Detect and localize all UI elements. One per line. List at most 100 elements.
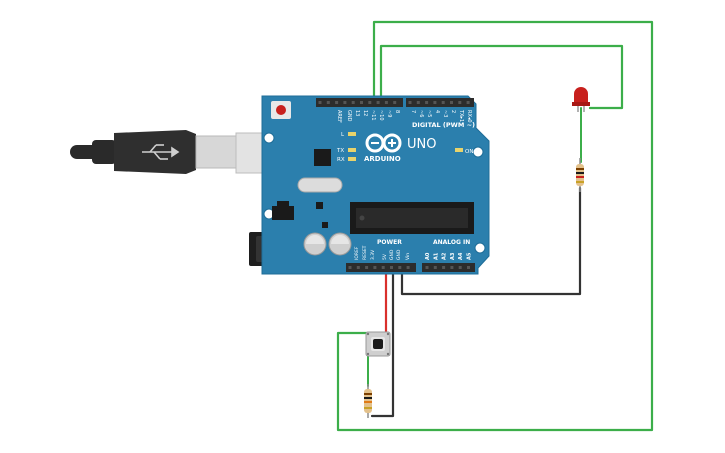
power-pin-label: RESET — [362, 245, 368, 260]
voltage-regulator — [272, 201, 294, 220]
power-pin-label: Vin — [405, 253, 411, 260]
digital-header — [316, 98, 474, 107]
header-pin-hole[interactable] — [433, 266, 437, 269]
digital-pin-label: ~9 — [386, 110, 392, 117]
led-label-rx: RX — [337, 157, 345, 163]
arduino-logo: ARDUINO UNO — [364, 133, 436, 163]
analog-pin-label: A2 — [442, 252, 448, 260]
header-pin-hole[interactable] — [365, 266, 369, 269]
digital-header-title: DIGITAL (PWM ~) — [412, 121, 475, 129]
analog-pin-label: A3 — [450, 252, 456, 260]
header-pin-hole[interactable] — [398, 266, 402, 269]
header-pin-hole[interactable] — [450, 101, 453, 104]
digital-pin-label: ~10 — [378, 110, 384, 121]
digital-pin-label: ~6 — [418, 110, 424, 117]
header-pin-hole[interactable] — [381, 266, 385, 269]
analog-pin-label: A4 — [458, 252, 464, 260]
header-pin-hole[interactable] — [351, 101, 355, 104]
usb-symbol-icon — [142, 144, 180, 160]
header-pin-hole[interactable] — [425, 101, 429, 104]
header-pin-hole[interactable] — [467, 266, 470, 269]
header-pin-hole[interactable] — [343, 101, 347, 104]
wire-black-gnd-led[interactable] — [400, 186, 582, 296]
led-label-l: L — [341, 132, 345, 138]
header-pin-hole[interactable] — [433, 101, 437, 104]
analog-pin-label: A5 — [467, 252, 473, 260]
mount-hole — [472, 146, 484, 158]
header-pin-hole[interactable] — [393, 101, 397, 104]
header-pin-hole[interactable] — [390, 266, 393, 269]
on-led — [455, 148, 463, 152]
aref-label: AREF — [336, 110, 342, 123]
capacitors — [303, 232, 352, 256]
header-pin-hole[interactable] — [360, 101, 363, 104]
reset-button-cap[interactable] — [276, 105, 286, 115]
header-pin-hole[interactable] — [373, 266, 377, 269]
digital-pin-label: ~3 — [442, 110, 448, 117]
header-pin-hole[interactable] — [335, 101, 339, 104]
usb-metal-plug — [195, 135, 241, 169]
digital-pin-label: ~5 — [426, 110, 432, 117]
wires — [336, 20, 654, 432]
header-pin-hole[interactable] — [458, 266, 462, 269]
led-red[interactable] — [572, 87, 590, 112]
mount-hole — [263, 132, 275, 144]
analog-title: ANALOG IN — [433, 239, 470, 246]
digital-pin-label: 7 — [410, 110, 416, 113]
header-pin-hole[interactable] — [318, 101, 322, 104]
usb-cable[interactable] — [70, 130, 295, 174]
header-pin-hole[interactable] — [326, 101, 330, 104]
header-pin-hole[interactable] — [384, 101, 388, 104]
analog-pin-label: A0 — [425, 252, 431, 260]
header-pin-hole[interactable] — [356, 266, 360, 269]
digital-pin-label: TX▸1 — [458, 109, 464, 122]
small-component — [322, 222, 328, 228]
digital-pin-label: GND — [346, 110, 352, 122]
header-pin-hole[interactable] — [458, 101, 462, 104]
microcontroller-chip — [350, 202, 474, 234]
header-pin-hole[interactable] — [368, 101, 372, 104]
brand-text: ARDUINO — [364, 155, 401, 163]
pushbutton[interactable] — [365, 331, 391, 357]
header-pin-hole[interactable] — [406, 266, 410, 269]
model-text: UNO — [407, 137, 436, 152]
header-pin-hole[interactable] — [376, 101, 380, 104]
usb-strain-relief — [92, 140, 116, 164]
header-pin-hole[interactable] — [416, 101, 420, 104]
header-pin-hole[interactable] — [441, 101, 445, 104]
digital-pin-label: RX◂0 — [466, 110, 472, 123]
header-pin-hole[interactable] — [348, 266, 352, 269]
crystal-oscillator — [297, 177, 343, 193]
power-title: POWER — [377, 239, 402, 246]
header-pin-hole[interactable] — [466, 101, 470, 104]
led-label-tx: TX — [336, 148, 344, 154]
digital-pin-label: 12 — [362, 110, 368, 116]
header-pin-hole[interactable] — [408, 101, 412, 104]
analog-pin-label: A1 — [433, 252, 439, 260]
wire-black-gnd-button[interactable] — [370, 266, 395, 418]
power-pin-label: GND — [389, 249, 395, 260]
usb-chip — [314, 149, 331, 166]
power-pin-label: GND — [396, 249, 402, 260]
header-pin-hole[interactable] — [450, 266, 454, 269]
digital-pin-label: 2 — [450, 110, 456, 113]
onboard-leds: L TX RX ON — [336, 132, 473, 163]
resistor-button[interactable] — [364, 384, 372, 418]
resistor-led[interactable] — [576, 158, 584, 192]
digital-pin-label: 8 — [394, 110, 400, 113]
power-pin-label: IOREF — [354, 246, 360, 260]
power-pin-label: 5V — [382, 253, 388, 260]
digital-pin-label: 4 — [434, 110, 440, 113]
wire-green-pin9-led[interactable] — [379, 44, 624, 110]
wire-green-pin10-loop[interactable] — [336, 20, 654, 432]
power-header — [346, 263, 475, 272]
on-label: ON — [465, 149, 473, 155]
power-pin-label: 3.3V — [370, 249, 376, 260]
header-pin-hole[interactable] — [442, 266, 446, 269]
header-pin-hole[interactable] — [425, 266, 429, 269]
